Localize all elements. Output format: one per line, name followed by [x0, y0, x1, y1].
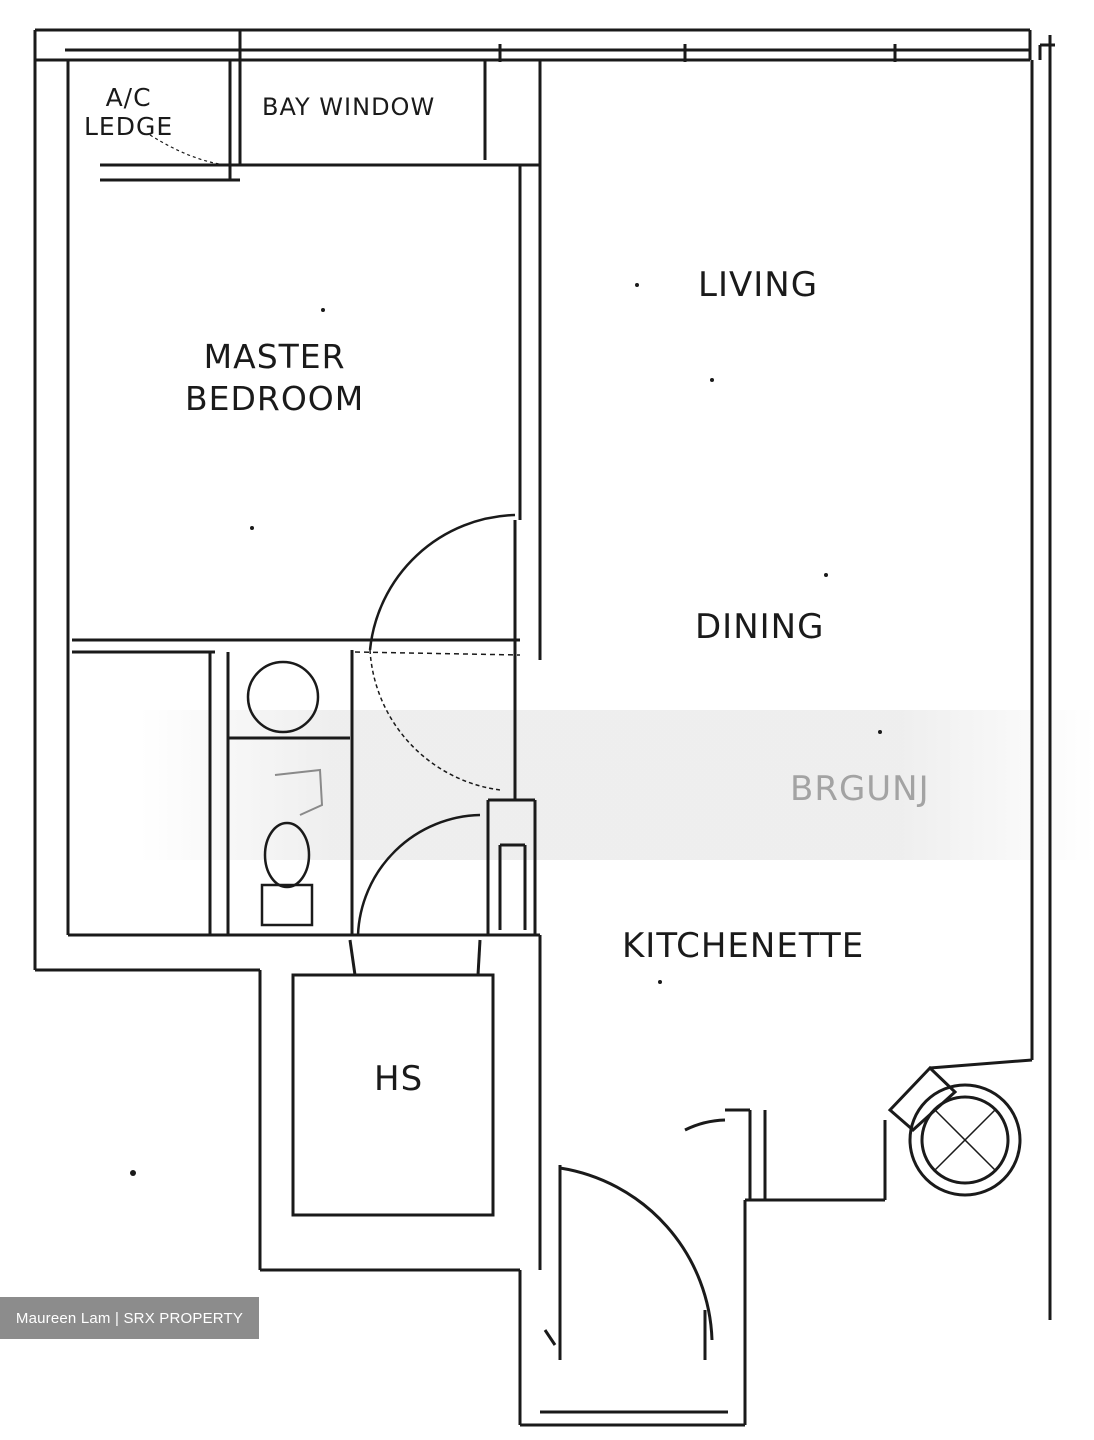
right-wall [929, 35, 1055, 1320]
basin-fixture [246, 660, 320, 734]
hs-label: HS [374, 1059, 424, 1099]
master-bedroom-label: MASTER BEDROOM [185, 336, 364, 420]
living-label: LIVING [698, 265, 819, 305]
credit-badge: Maureen Lam | SRX PROPERTY [0, 1297, 259, 1339]
door-swings [356, 513, 516, 936]
master-bedroom-line-2: BEDROOM [185, 379, 365, 419]
watermark-band [140, 710, 1094, 860]
doorway-line [354, 651, 521, 656]
scan-specks [130, 283, 882, 1176]
bay-window-label: BAY WINDOW [262, 93, 436, 121]
dining-label: DINING [695, 607, 825, 647]
left-and-bottom-walls [33, 60, 1052, 1427]
duct-fixture [887, 1065, 1022, 1197]
kitchen-cabinet [684, 1108, 767, 1200]
watermark-text: BRGUNJ [790, 769, 930, 809]
top-wall [33, 28, 1032, 62]
master-bedroom-line-1: MASTER [203, 337, 346, 376]
kitchenette-label: KITCHENETTE [622, 926, 865, 966]
household-shelter-walls [291, 935, 542, 1270]
shower-screen [274, 768, 324, 816]
toilet-fixture [260, 821, 314, 927]
entrance-door [543, 1165, 714, 1360]
ac-ledge-label: A/C LEDGE [84, 83, 174, 142]
ac-ledge-line-2: LEDGE [84, 111, 174, 141]
bedroom-walls [66, 60, 542, 937]
ac-ledge-swing [149, 134, 226, 166]
ac-ledge-line-1: A/C [105, 83, 152, 112]
